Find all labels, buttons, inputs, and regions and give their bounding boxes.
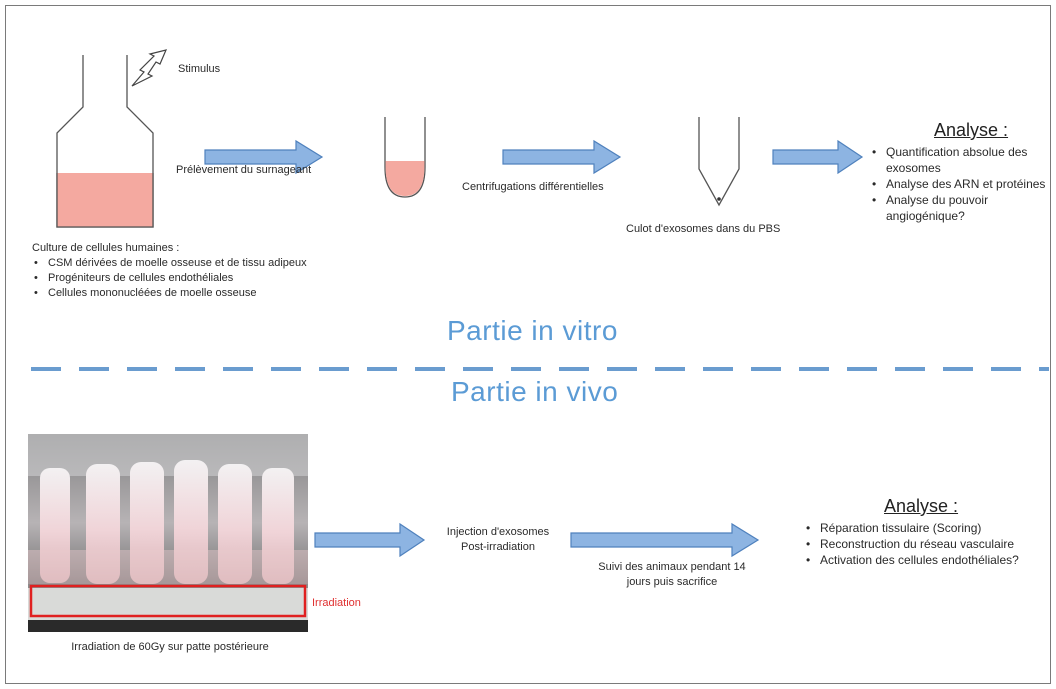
analyse-vivo-item: Reconstruction du réseau vasculaire <box>804 536 1044 552</box>
analyse-vivo-list: Réparation tissulaire (Scoring) Reconstr… <box>804 520 1044 568</box>
culture-list: CSM dérivées de moelle osseuse et de tis… <box>32 256 317 301</box>
culture-title: Culture de cellules humaines : <box>32 242 180 254</box>
step-centrifugation-label: Centrifugations différentielles <box>462 181 604 193</box>
culture-item: CSM dérivées de moelle osseuse et de tis… <box>32 256 317 271</box>
arrow-right-icon <box>570 522 760 558</box>
followup-label: Suivi des animaux pendant 14 jours puis … <box>598 561 746 588</box>
lightning-icon <box>131 49 168 87</box>
culture-item: Progéniteurs de cellules endothéliales <box>32 271 317 286</box>
culture-item: Cellules mononucléées de moelle osseuse <box>32 286 317 301</box>
mice-leg-photo <box>28 434 308 632</box>
tube-icon <box>384 117 426 198</box>
stimulus-label: Stimulus <box>178 63 221 75</box>
analyse-vitro-item: Analyse des ARN et protéines <box>870 176 1050 192</box>
arrow-right-icon <box>502 139 622 175</box>
irradiation-label: Irradiation <box>312 597 361 609</box>
analyse-vitro-list: Quantification absolue des exosomes Anal… <box>870 144 1050 224</box>
arrow-right-icon <box>314 522 426 558</box>
analyse-vivo-item: Réparation tissulaire (Scoring) <box>804 520 1044 536</box>
pellet-tube-icon <box>698 117 740 207</box>
analyse-vivo-title: Analyse : <box>884 496 959 516</box>
section-title-in-vivo: Partie in vivo <box>451 376 619 407</box>
photo-caption: Irradiation de 60Gy sur patte postérieur… <box>71 641 269 653</box>
analyse-vitro-title: Analyse : <box>934 120 1009 140</box>
step-supernatant-label: Prélèvement du surnageant <box>176 164 312 176</box>
section-divider <box>31 367 1049 371</box>
analyse-vitro-item: Quantification absolue des exosomes <box>870 144 1050 176</box>
arrow-right-icon <box>772 139 864 175</box>
section-title-in-vitro: Partie in vitro <box>447 315 618 346</box>
injection-label: Injection d'exosomes Post-irradiation <box>446 526 550 553</box>
arrow-right-icon <box>204 139 324 175</box>
analyse-vivo-item: Activation des cellules endothéliales? <box>804 552 1044 568</box>
culture-flask <box>56 55 154 228</box>
analyse-vitro-item: Analyse du pouvoir angiogénique? <box>870 192 1050 224</box>
pellet-label: Culot d'exosomes dans du PBS <box>626 223 781 235</box>
